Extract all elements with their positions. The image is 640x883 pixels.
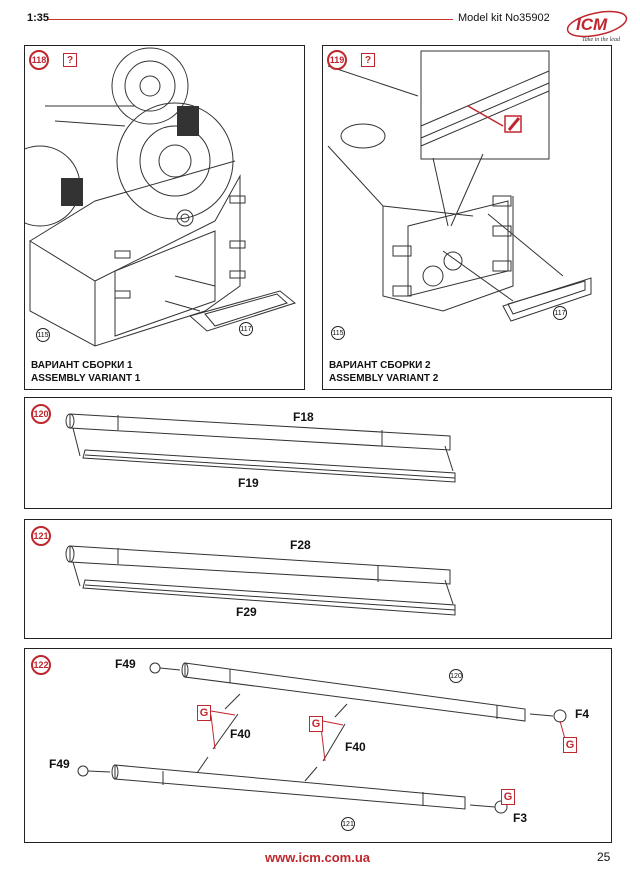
step-120-panel: 120 F18 F19 bbox=[24, 397, 612, 509]
model-kit-number: Model kit No35902 bbox=[458, 12, 550, 24]
part-label-F29: F29 bbox=[236, 605, 257, 619]
header-divider bbox=[48, 19, 453, 20]
part-label-F28: F28 bbox=[290, 538, 311, 552]
svg-text:ICM: ICM bbox=[576, 15, 608, 34]
step-119-panel: 119 ? 115 117 ВАРИАНТ СБОРКИ 2 ASSEMBLY … bbox=[322, 45, 612, 390]
step-number-118: 118 bbox=[29, 50, 49, 70]
ref-115: 115 bbox=[36, 328, 50, 342]
part-label-F40-left: F40 bbox=[230, 727, 251, 741]
ref-117: 117 bbox=[553, 306, 567, 320]
step-118-illustration bbox=[25, 47, 297, 347]
part-label-F18: F18 bbox=[293, 410, 314, 424]
step-118-panel: 118 ? 115 117 ВАРИАНТ СБОРКИ 1 ASSEMBLY … bbox=[24, 45, 305, 390]
assembly-variant-label: ВАРИАНТ СБОРКИ 2 ASSEMBLY VARIANT 2 bbox=[329, 360, 439, 384]
step-number-120: 120 bbox=[31, 404, 51, 424]
step-119-illustration bbox=[327, 50, 592, 322]
part-label-F40-right: F40 bbox=[345, 740, 366, 754]
step-number-119: 119 bbox=[327, 50, 347, 70]
scale-label: 1:35 bbox=[27, 12, 50, 24]
ref-115: 115 bbox=[331, 326, 345, 340]
glue-mark-g: G bbox=[309, 716, 323, 732]
step-122-panel: 122 F49 F49 F40 F40 F4 F3 120 121 G G G … bbox=[24, 648, 612, 843]
help-mark: ? bbox=[361, 53, 375, 67]
part-label-F4: F4 bbox=[575, 707, 590, 721]
ref-120: 120 bbox=[449, 669, 463, 683]
step-121-illustration bbox=[65, 545, 456, 616]
assembly-variant-label: ВАРИАНТ СБОРКИ 1 ASSEMBLY VARIANT 1 bbox=[31, 360, 141, 384]
step-number-122: 122 bbox=[31, 655, 51, 675]
help-mark: ? bbox=[63, 53, 77, 67]
step-number-121: 121 bbox=[31, 526, 51, 546]
glue-mark-g: G bbox=[197, 705, 211, 721]
part-label-F49-upper: F49 bbox=[115, 657, 136, 671]
svg-text:Take in the lead: Take in the lead bbox=[582, 37, 621, 43]
part-label-F3: F3 bbox=[513, 811, 528, 825]
icm-logo: ICM Take in the lead bbox=[564, 8, 630, 44]
glue-mark-g: G bbox=[563, 737, 577, 753]
part-label-F19: F19 bbox=[238, 476, 259, 490]
step-121-panel: 121 F28 F29 bbox=[24, 519, 612, 639]
step-120-illustration bbox=[65, 413, 456, 483]
ref-117: 117 bbox=[239, 322, 253, 336]
page-number: 25 bbox=[597, 850, 611, 864]
part-label-F49-lower: F49 bbox=[49, 757, 70, 771]
glue-mark-g: G bbox=[501, 789, 515, 805]
ref-121: 121 bbox=[341, 817, 355, 831]
website-link[interactable]: www.icm.com.ua bbox=[265, 850, 370, 865]
